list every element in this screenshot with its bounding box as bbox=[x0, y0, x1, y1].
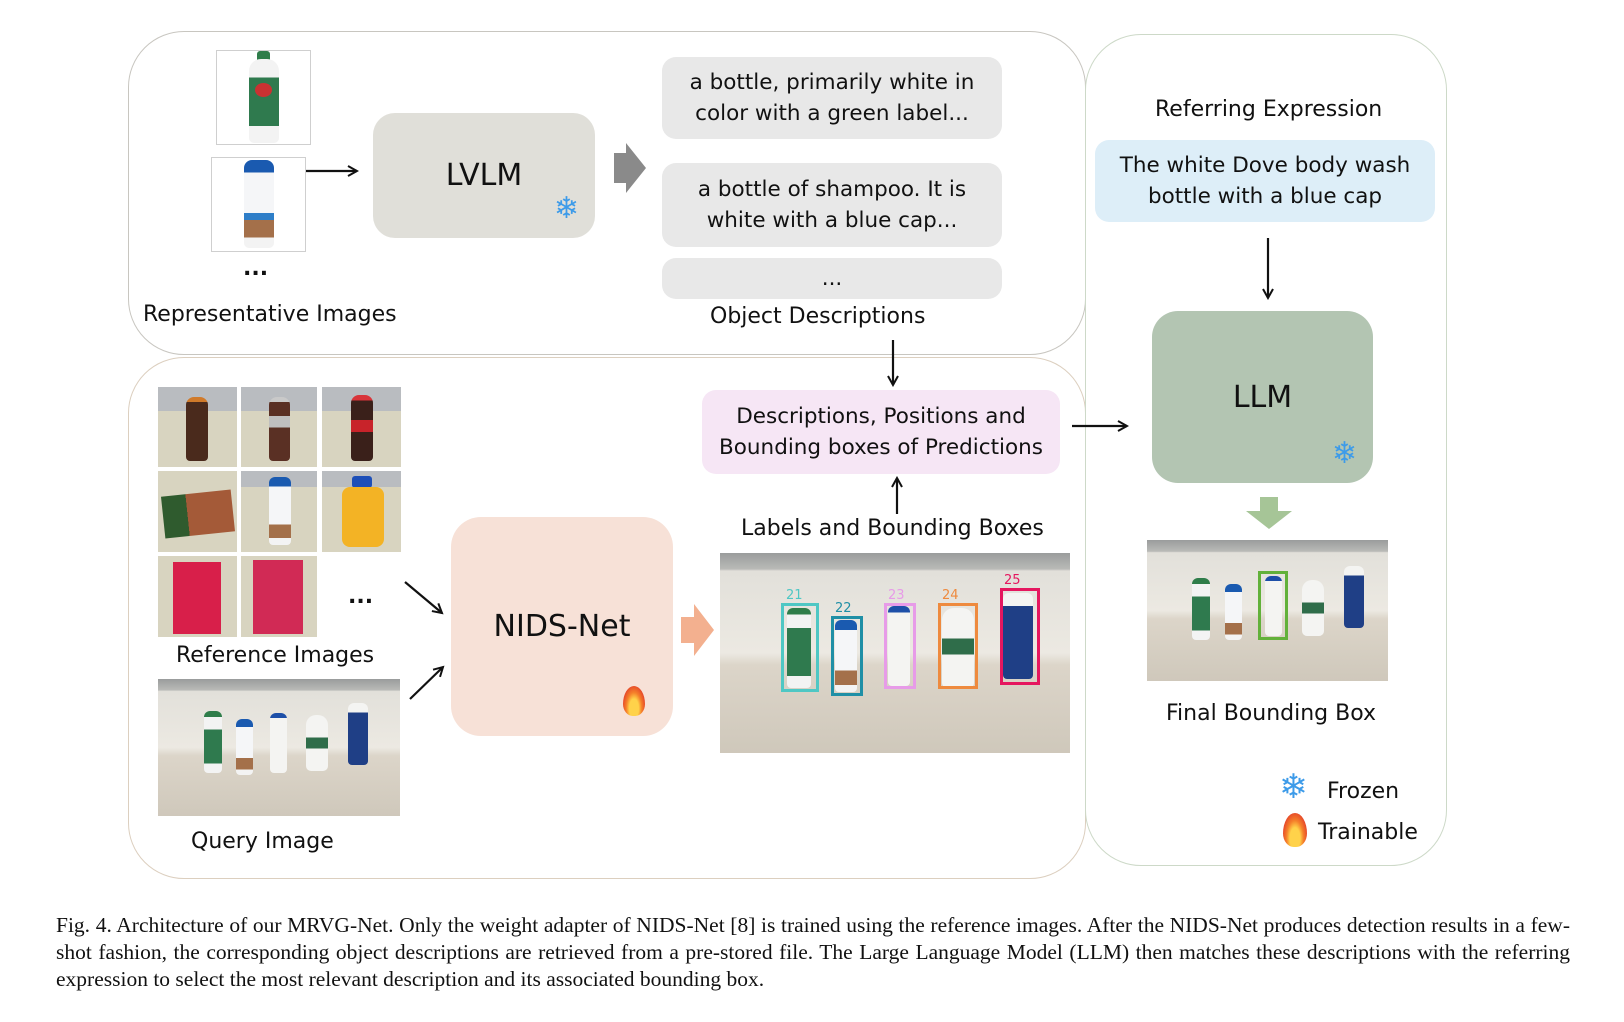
arrow-nids-to-detections bbox=[681, 604, 714, 656]
detection-bbox-24 bbox=[938, 603, 978, 689]
detection-bbox-25 bbox=[1000, 588, 1040, 685]
description-item: a bottle of shampoo. It is white with a … bbox=[662, 163, 1002, 247]
reference-image-coca-cola bbox=[322, 387, 401, 467]
detection-id-22: 22 bbox=[835, 601, 852, 616]
detection-bbox-22 bbox=[831, 616, 863, 696]
fire-icon bbox=[1283, 813, 1307, 847]
detection-id-24: 24 bbox=[942, 588, 959, 603]
arrow-llm-to-final bbox=[1246, 497, 1292, 529]
arrow-reference-to-nids bbox=[404, 581, 442, 613]
reference-ellipsis: ... bbox=[348, 584, 374, 609]
lvlm-block: LVLM ❄ bbox=[373, 113, 595, 238]
llm-label: LLM bbox=[1232, 379, 1293, 415]
lvlm-label: LVLM bbox=[445, 158, 523, 193]
final-bounding-box-image bbox=[1147, 540, 1388, 681]
referring-expression-box: The white Dove body wash bottle with a b… bbox=[1095, 140, 1435, 222]
figure-caption: Fig. 4. Architecture of our MRVG-Net. On… bbox=[56, 913, 1570, 991]
detection-id-25: 25 bbox=[1004, 573, 1021, 588]
nids-net-label: NIDS-Net bbox=[493, 609, 631, 644]
detection-id-23: 23 bbox=[888, 588, 905, 603]
query-image bbox=[158, 679, 400, 816]
final-bounding-box-label: Final Bounding Box bbox=[1166, 701, 1377, 726]
description-item: a bottle, primarily white in color with … bbox=[662, 57, 1002, 139]
labels-and-bounding-boxes-label: Labels and Bounding Boxes bbox=[741, 516, 1044, 541]
reference-image-shampoo bbox=[241, 471, 317, 552]
representative-image-shampoo bbox=[211, 157, 306, 252]
reference-image-diet-coke bbox=[241, 387, 317, 467]
query-image-label: Query Image bbox=[191, 829, 334, 854]
reference-image-pocky-1 bbox=[158, 556, 237, 637]
representative-images-label: Representative Images bbox=[143, 302, 397, 327]
detection-result-image: 21 22 23 24 25 bbox=[720, 553, 1070, 753]
representative-ellipsis: ... bbox=[243, 256, 269, 281]
reference-image-detergent bbox=[322, 471, 401, 552]
llm-block: LLM ❄ bbox=[1152, 311, 1373, 483]
arrow-lvlm-to-descriptions bbox=[614, 143, 646, 193]
legend-frozen-label: Frozen bbox=[1327, 779, 1400, 804]
detection-bbox-23 bbox=[884, 603, 916, 689]
representative-image-comet bbox=[216, 50, 311, 145]
reference-image-curry-box bbox=[158, 471, 237, 552]
reference-image-aw-root-beer bbox=[158, 387, 237, 467]
fire-icon bbox=[623, 686, 645, 716]
referring-expression-label: Referring Expression bbox=[1155, 97, 1383, 122]
reference-images-label: Reference Images bbox=[176, 643, 375, 668]
nids-net-block: NIDS-Net bbox=[451, 517, 673, 736]
legend-trainable-label: Trainable bbox=[1318, 820, 1418, 845]
detection-bbox-21 bbox=[781, 603, 819, 692]
arrow-query-to-nids bbox=[409, 667, 443, 700]
snowflake-icon: ❄ bbox=[1331, 436, 1357, 471]
detection-id-21: 21 bbox=[786, 588, 803, 603]
object-descriptions-label: Object Descriptions bbox=[710, 304, 926, 329]
final-bbox bbox=[1258, 571, 1288, 640]
description-item: ... bbox=[662, 258, 1002, 299]
snowflake-icon: ❄ bbox=[553, 191, 579, 226]
snowflake-icon: ❄ bbox=[1279, 767, 1308, 807]
reference-image-pocky-2 bbox=[241, 556, 317, 637]
predictions-block: Descriptions, Positions and Bounding box… bbox=[702, 390, 1060, 474]
